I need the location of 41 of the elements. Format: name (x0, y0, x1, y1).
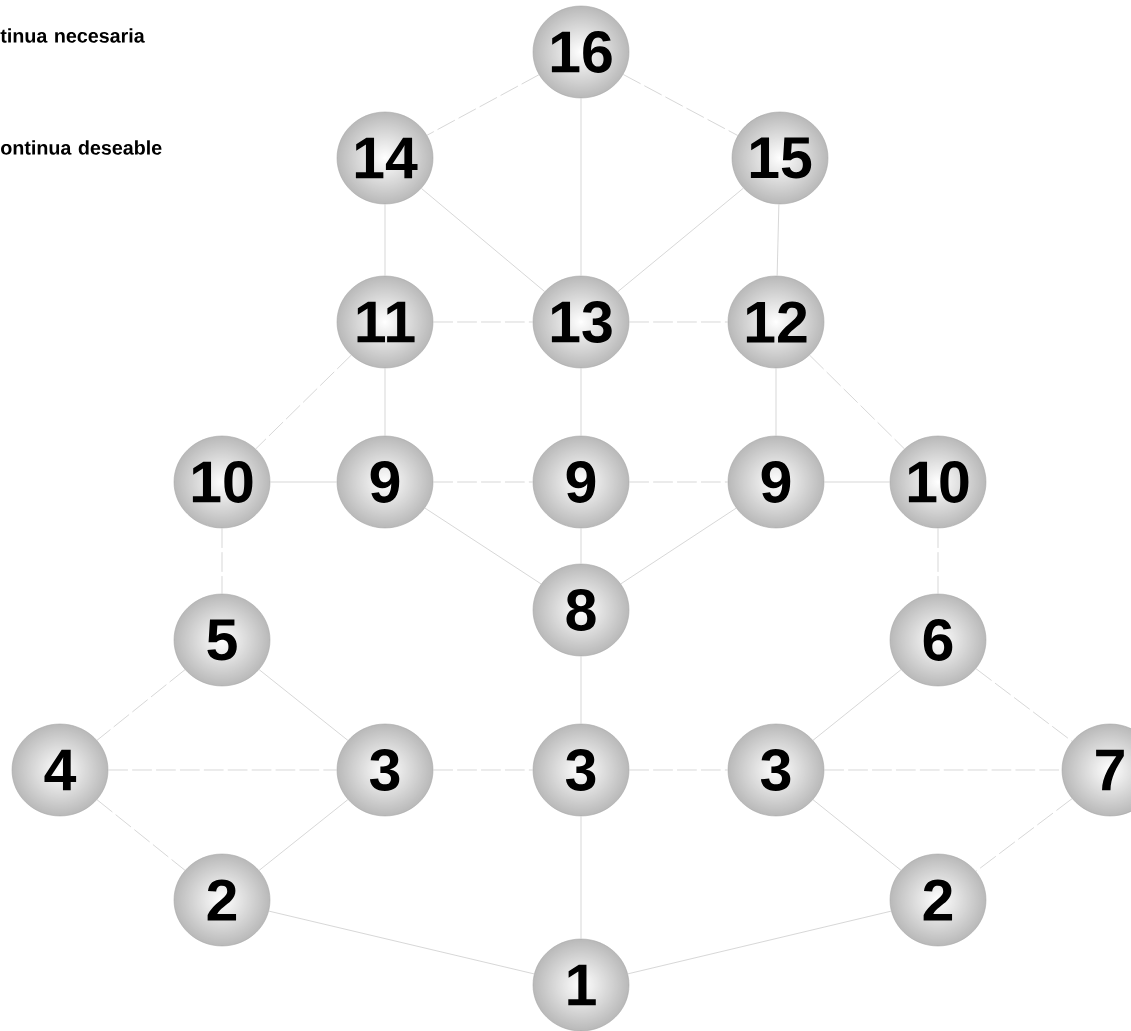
connector-line (622, 74, 739, 136)
connector-line (424, 507, 542, 585)
connector-line (96, 669, 186, 741)
connector-line (426, 74, 540, 136)
connector-line (617, 187, 744, 293)
connector-line (258, 799, 349, 871)
number-ball: 3 (336, 723, 434, 817)
number-ball: 9 (336, 435, 434, 529)
connector-line (421, 188, 545, 292)
number-ball: 10 (173, 435, 271, 529)
number-ball: 8 (532, 563, 630, 657)
connector-line (812, 669, 902, 741)
connector-line (255, 354, 352, 450)
connector-line (809, 354, 905, 450)
number-ball: 2 (173, 853, 271, 947)
number-ball: 9 (727, 435, 825, 529)
number-ball: 3 (727, 723, 825, 817)
connector-line (627, 910, 892, 975)
number-ball: 12 (727, 275, 825, 369)
connector-line (975, 668, 1073, 742)
connector-line (96, 799, 186, 871)
number-ball: 15 (731, 111, 829, 205)
number-ball: 2 (889, 853, 987, 947)
number-ball: 13 (532, 275, 630, 369)
connector-line (975, 798, 1073, 872)
number-ball: 16 (532, 5, 630, 99)
number-ball: 11 (336, 275, 434, 369)
connector-line (268, 910, 535, 975)
number-ball: 5 (173, 593, 271, 687)
legend-text: ontinua deseable (1, 140, 162, 155)
number-ball: 14 (336, 111, 434, 205)
number-ball: 6 (889, 593, 987, 687)
number-ball: 4 (11, 723, 109, 817)
number-ball: 10 (889, 435, 987, 529)
legend-text: tinua necesaria (0, 28, 145, 43)
connector-line (812, 799, 902, 871)
connector-line (776, 203, 780, 277)
number-ball: 3 (532, 723, 630, 817)
number-ball: 9 (532, 435, 630, 529)
connector-line (258, 669, 349, 741)
connector-line (620, 507, 737, 585)
